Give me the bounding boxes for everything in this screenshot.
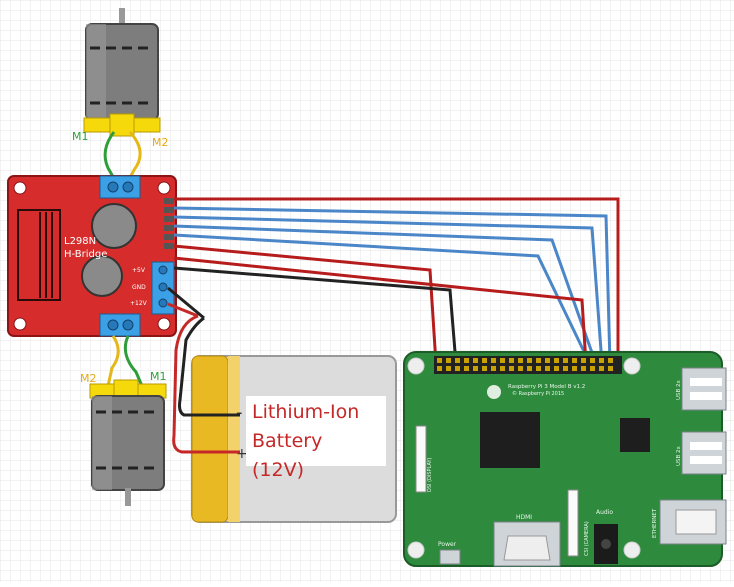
rpi-usb1-label: USB 2x	[676, 379, 682, 400]
battery-minus-symbol: -	[236, 402, 243, 423]
wire-motor-top-m2	[126, 130, 142, 183]
wire-battery-negative-end	[167, 286, 205, 320]
wire-blue-3	[173, 224, 598, 365]
hbridge-pin-5v: +5V	[132, 267, 146, 274]
wire-motor-bottom-m1	[123, 335, 144, 387]
battery-plus-symbol: +	[236, 446, 248, 462]
hbridge-pin-12v: +12V	[130, 300, 148, 307]
rpi-dsi-label: DSI (DISPLAY)	[427, 457, 433, 492]
wire-blue-2	[173, 215, 604, 365]
rpi-title: Raspberry Pi 3 Model B v1.2	[508, 384, 585, 390]
wire-black-gnd	[173, 266, 458, 365]
motor-top: M1 M2	[72, 8, 169, 149]
wire-battery-positive	[172, 314, 240, 454]
wire-battery-positive-end	[167, 302, 199, 318]
signal-wires	[173, 197, 620, 365]
wire-blue-1	[173, 206, 612, 365]
hbridge-label-l298n: L298N	[64, 236, 96, 247]
wire-red-5v	[173, 244, 438, 365]
wire-motor-bottom-m2	[106, 335, 120, 387]
battery-label-line2: Battery (12V)	[252, 430, 323, 481]
motor-bottom-m1-label: M1	[150, 370, 167, 383]
rpi-power-label: Power	[438, 541, 457, 548]
battery-label: Lithium-Ion Battery (12V)	[246, 396, 386, 481]
rpi-csi-label: CSI (CAMERA)	[584, 521, 590, 556]
hbridge-label-hbridge: H-Bridge	[64, 249, 107, 260]
motor-top-m2-label: M2	[152, 136, 169, 149]
l298n-hbridge: L298N H-Bridge +5V GND +12V	[7, 175, 177, 337]
motor-top-m1-label: M1	[72, 130, 89, 143]
hbridge-pin-gnd: GND	[132, 284, 146, 291]
rpi-ethernet-label: ETHERNET	[652, 508, 658, 538]
rpi-copyright: © Raspberry Pi 2015	[512, 390, 564, 397]
wire-red-top	[174, 197, 620, 364]
rpi-audio-label: Audio	[596, 509, 613, 516]
rpi-hdmi-label: HDMI	[516, 514, 532, 521]
wire-battery-negative	[178, 316, 240, 417]
motor-bottom-m2-label: M2	[80, 372, 97, 385]
motor-bottom: M2 M1	[80, 370, 167, 506]
wire-red-2	[173, 256, 588, 365]
rpi-usb2-label: USB 2x	[676, 445, 682, 466]
wire-blue-4	[173, 233, 592, 365]
battery-label-line1: Lithium-Ion	[252, 401, 360, 423]
raspberry-logo-icon	[487, 385, 501, 399]
raspberry-pi-board: Raspberry Pi 3 Model B v1.2 © Raspberry …	[403, 351, 727, 567]
wire-motor-top-m1	[103, 131, 118, 183]
